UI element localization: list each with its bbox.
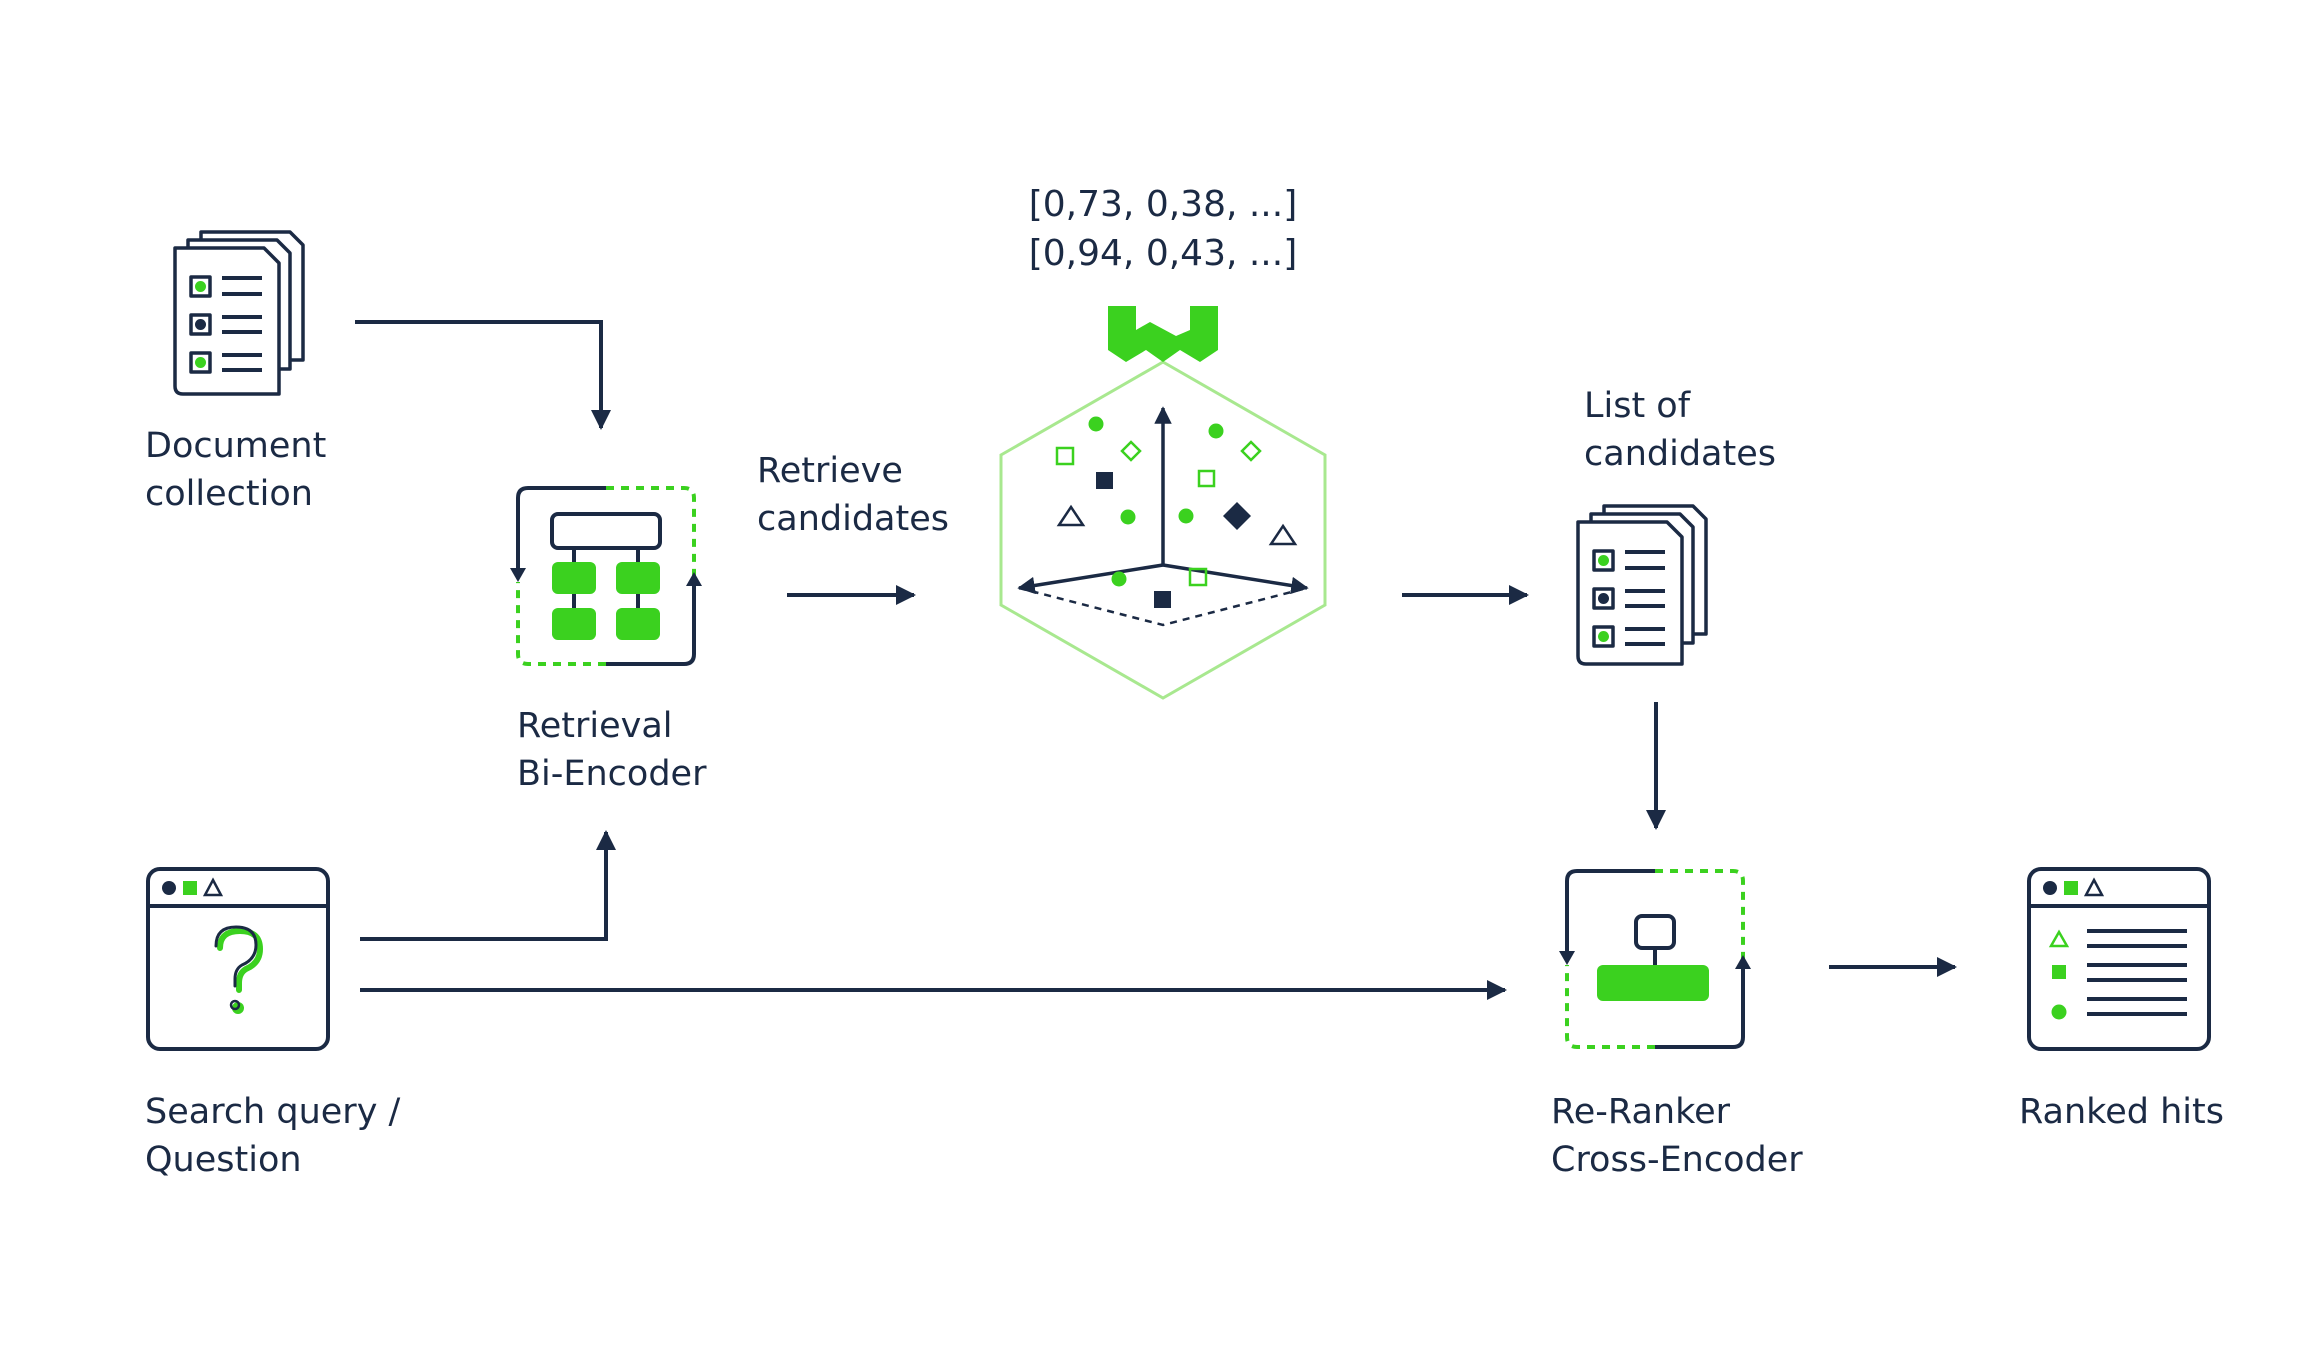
retrieve-candidates-label: Retrieve candidates	[757, 447, 949, 543]
document-collection-label: Document collection	[145, 422, 326, 518]
search-query-line1: Search query /	[145, 1092, 401, 1132]
weaviate-logo-icon	[1108, 306, 1218, 362]
arrow-docs-to-biencoder	[355, 320, 611, 430]
arrow-query-to-biencoder	[360, 830, 616, 941]
bi-encoder-label: Retrieval Bi-Encoder	[517, 702, 706, 798]
list-of-candidates-label: List of candidates	[1584, 382, 1776, 478]
vector-line2: [0,94, 0,43, ...]	[1028, 233, 1298, 274]
reranker-label: Re-Ranker Cross-Encoder	[1551, 1088, 1803, 1184]
ranked-hits-label: Ranked hits	[2019, 1088, 2224, 1136]
retrieve-line2: candidates	[757, 499, 949, 539]
cross-encoder-icon	[1559, 869, 1751, 1049]
vector-values: [0,73, 0,38, ...] [0,94, 0,43, ...]	[963, 180, 1363, 278]
vector-space-icon	[999, 306, 1327, 700]
ranked-list-icon	[2027, 867, 2211, 1051]
vector-line1: [0,73, 0,38, ...]	[1028, 184, 1298, 225]
hexagon-outline	[999, 360, 1327, 700]
question-window-icon	[146, 867, 330, 1051]
retrieve-line1: Retrieve	[757, 451, 903, 491]
candidates-line1: List of	[1584, 386, 1691, 426]
candidates-stack-icon	[1576, 504, 1708, 666]
reranker-line2: Cross-Encoder	[1551, 1140, 1803, 1180]
ranked-hits-line1: Ranked hits	[2019, 1092, 2224, 1132]
reranker-line1: Re-Ranker	[1551, 1092, 1731, 1132]
bi-encoder-icon	[510, 486, 702, 666]
search-query-line2: Question	[145, 1140, 302, 1180]
search-query-label: Search query / Question	[145, 1088, 400, 1184]
document-collection-line1: Document	[145, 426, 327, 466]
bi-encoder-line1: Retrieval	[517, 706, 673, 746]
bi-encoder-line2: Bi-Encoder	[517, 754, 707, 794]
document-collection-line2: collection	[145, 474, 313, 514]
candidates-line2: candidates	[1584, 434, 1776, 474]
question-mark-icon	[217, 927, 264, 993]
document-stack-icon	[173, 230, 305, 396]
embedding-points	[1055, 416, 1298, 608]
